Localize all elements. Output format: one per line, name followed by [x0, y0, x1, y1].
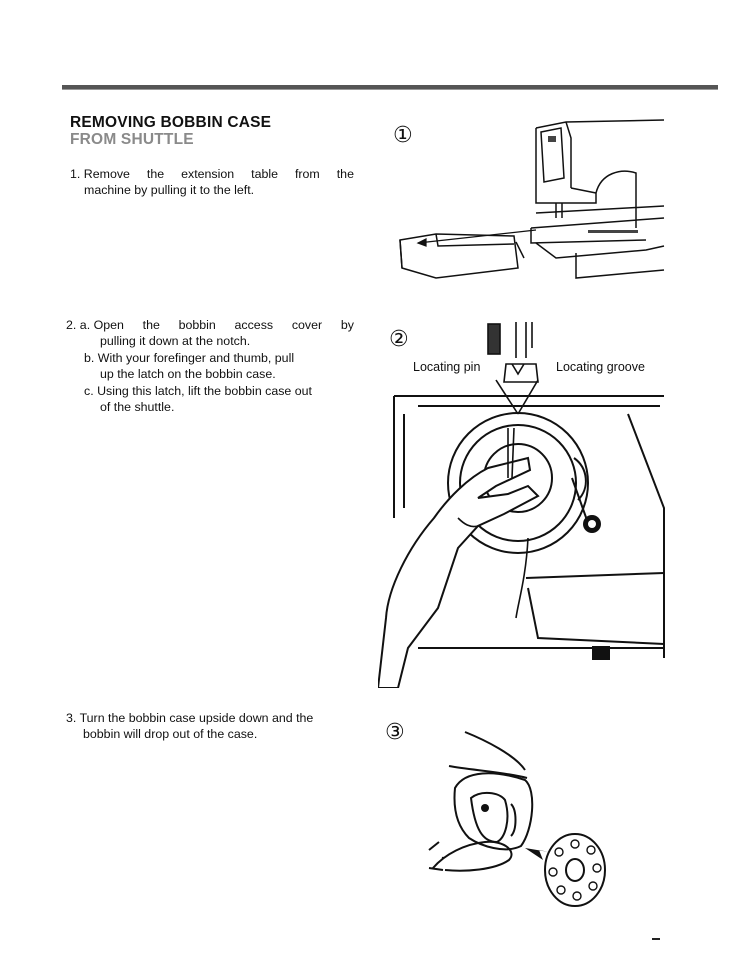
step-2a-word: access: [234, 318, 274, 332]
title-line-2: FROM SHUTTLE: [70, 131, 194, 148]
step-1-line-2: machine by pulling it to the left.: [84, 183, 255, 197]
step-2c-line-2: of the shuttle.: [100, 400, 175, 414]
title-line-1: REMOVING BOBBIN CASE: [70, 114, 272, 131]
figure-3-number: ③: [385, 720, 405, 745]
step-1-number-and-word: 1. Remove: [70, 167, 130, 181]
locating-pin-label: Locating pin: [413, 360, 481, 374]
step-2c: c. Using this latch, lift the bobbin cas…: [66, 383, 354, 415]
step-1-word: the: [146, 167, 165, 181]
figure-1-sewing-machine-illustration: [399, 119, 665, 279]
step-3-line-1: 3. Turn the bobbin case upside down and …: [66, 711, 314, 725]
figure-3-bobbin-drop-illustration: [428, 731, 606, 907]
section-title: REMOVING BOBBIN CASE FROM SHUTTLE: [70, 114, 271, 148]
step-1-word: the: [336, 167, 354, 181]
step-2a-word: by: [340, 318, 354, 332]
step-2a-word: cover: [291, 318, 323, 332]
locating-groove-label: Locating groove: [556, 360, 645, 374]
step-2a-line-1: 2. a. Open the bobbin access cover by: [66, 317, 354, 333]
step-2b-line-1: b. With your forefinger and thumb, pull: [84, 351, 295, 365]
step-3-line-2: bobbin will drop out of the case.: [83, 727, 258, 741]
step-2a-line-2: pulling it down at the notch.: [100, 334, 251, 348]
figure-2-bobbin-case-removal-illustration: [378, 322, 665, 688]
header-rule-thin: [62, 89, 718, 90]
step-1-line-1: 1. Remove the extension table from the: [70, 166, 354, 182]
step-1-word: extension: [181, 167, 235, 181]
step-1-word: from: [294, 167, 320, 181]
step-2c-line-1: c. Using this latch, lift the bobbin cas…: [84, 384, 312, 398]
step-2b-line-2: up the latch on the bobbin case.: [100, 367, 276, 381]
step-2a-word: bobbin: [178, 318, 216, 332]
figure-2-number: ②: [389, 327, 409, 352]
step-1: 1. Remove the extension table from the m…: [70, 166, 354, 198]
figure-1-number: ①: [393, 123, 413, 148]
header-rule: [62, 85, 718, 89]
step-3: 3. Turn the bobbin case upside down and …: [66, 710, 356, 742]
page-mark: [652, 938, 660, 940]
step-1-word: table: [251, 167, 278, 181]
step-2: 2. a. Open the bobbin access cover by pu…: [66, 317, 354, 415]
step-2b: b. With your forefinger and thumb, pull …: [66, 350, 354, 382]
step-2a-lead: 2. a. Open: [66, 318, 124, 332]
step-2a-word: the: [142, 318, 160, 332]
